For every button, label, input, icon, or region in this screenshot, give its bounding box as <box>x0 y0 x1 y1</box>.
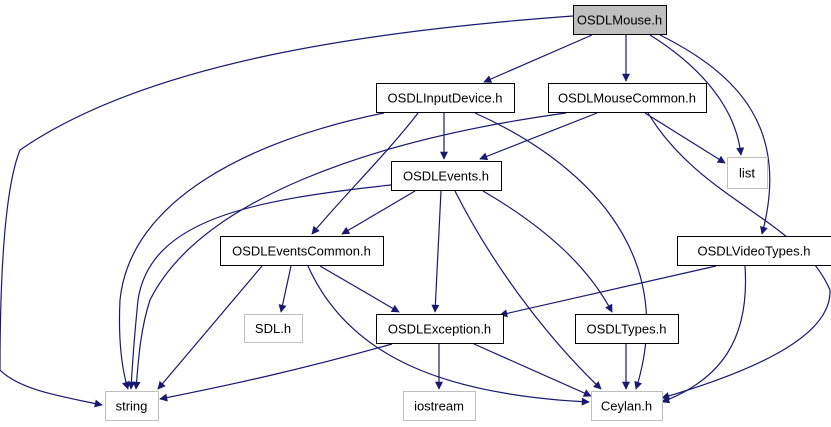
node-box <box>244 314 303 343</box>
edge-osdleventscommon-to-string <box>157 265 263 390</box>
node-string: string <box>105 391 159 421</box>
edge-osdlmouse-to-string <box>0 15 574 408</box>
node-box <box>391 161 502 191</box>
edge-osdlmousecommon-to-ceylan <box>647 112 831 400</box>
edge-osdlmouse-to-list <box>649 34 745 156</box>
edge-osdleventscommon-to-osdlexception <box>319 265 400 313</box>
node-box <box>376 314 504 344</box>
node-label: OSDLTypes.h <box>587 322 667 337</box>
edge-osdlevents-to-osdleventscommon <box>341 190 416 235</box>
edge-osdlinputdevice-to-osdleventscommon <box>311 112 419 235</box>
node-osdltypes[interactable]: OSDLTypes.h <box>575 314 679 344</box>
node-osdlvideotypes[interactable]: OSDLVideoTypes.h <box>677 236 831 266</box>
edge-osdlevents-to-string <box>127 184 392 390</box>
node-box <box>403 391 476 421</box>
edge-osdlevents-to-osdltypes <box>482 190 613 313</box>
node-box <box>573 5 667 35</box>
node-osdlinputdevice[interactable]: OSDLInputDevice.h <box>376 83 515 113</box>
node-box <box>376 83 515 113</box>
node-label: OSDLMouseCommon.h <box>558 91 696 106</box>
edge-osdlinputdevice-to-string <box>118 112 385 390</box>
node-box <box>105 391 159 421</box>
node-label: OSDLEventsCommon.h <box>232 244 371 259</box>
node-osdleventscommon[interactable]: OSDLEventsCommon.h <box>220 236 384 266</box>
node-box <box>677 236 831 266</box>
edges-layer <box>0 15 831 408</box>
edge-osdleventscommon-to-ceylan <box>307 265 590 406</box>
node-osdlmouse[interactable]: OSDLMouse.h <box>573 5 667 35</box>
node-label: OSDLEvents.h <box>403 169 489 184</box>
edge-osdlexception-to-ceylan <box>473 343 592 397</box>
node-box <box>220 236 384 266</box>
node-osdlevents[interactable]: OSDLEvents.h <box>391 161 502 191</box>
node-box <box>548 83 707 113</box>
node-list: list <box>727 157 768 189</box>
node-label: list <box>739 166 755 181</box>
edge-osdlevents-to-osdlexception <box>431 190 442 313</box>
node-sdl: SDL.h <box>244 314 303 343</box>
edge-osdlmousecommon-to-string <box>132 112 567 390</box>
node-label: OSDLMouse.h <box>577 13 662 28</box>
edge-osdlexception-to-string <box>159 343 393 402</box>
edge-osdlvideotypes-to-osdlexception <box>499 265 717 318</box>
edge-osdleventscommon-to-sdl <box>278 265 292 313</box>
node-box <box>727 157 768 189</box>
node-label: SDL.h <box>255 321 291 336</box>
node-label: iostream <box>414 399 464 414</box>
edge-osdlmouse-to-osdlvideotypes <box>659 34 771 235</box>
node-iostream: iostream <box>403 391 476 421</box>
node-osdlmousecommon[interactable]: OSDLMouseCommon.h <box>548 83 707 113</box>
edge-osdlmousecommon-to-list <box>644 112 726 164</box>
edge-osdlmousecommon-to-osdlevents <box>479 112 598 161</box>
node-label: OSDLInputDevice.h <box>388 91 503 106</box>
node-osdlexception[interactable]: OSDLException.h <box>376 314 504 344</box>
node-label: OSDLVideoTypes.h <box>698 244 811 259</box>
edge-osdlvideotypes-to-ceylan <box>661 265 747 404</box>
node-label: OSDLException.h <box>388 322 491 337</box>
node-box <box>591 391 663 421</box>
node-label: string <box>116 399 148 414</box>
node-box <box>575 314 679 344</box>
node-label: Ceylan.h <box>601 399 652 414</box>
node-ceylan: Ceylan.h <box>591 391 663 421</box>
edge-osdlmouse-to-osdlinputdevice <box>483 34 593 83</box>
